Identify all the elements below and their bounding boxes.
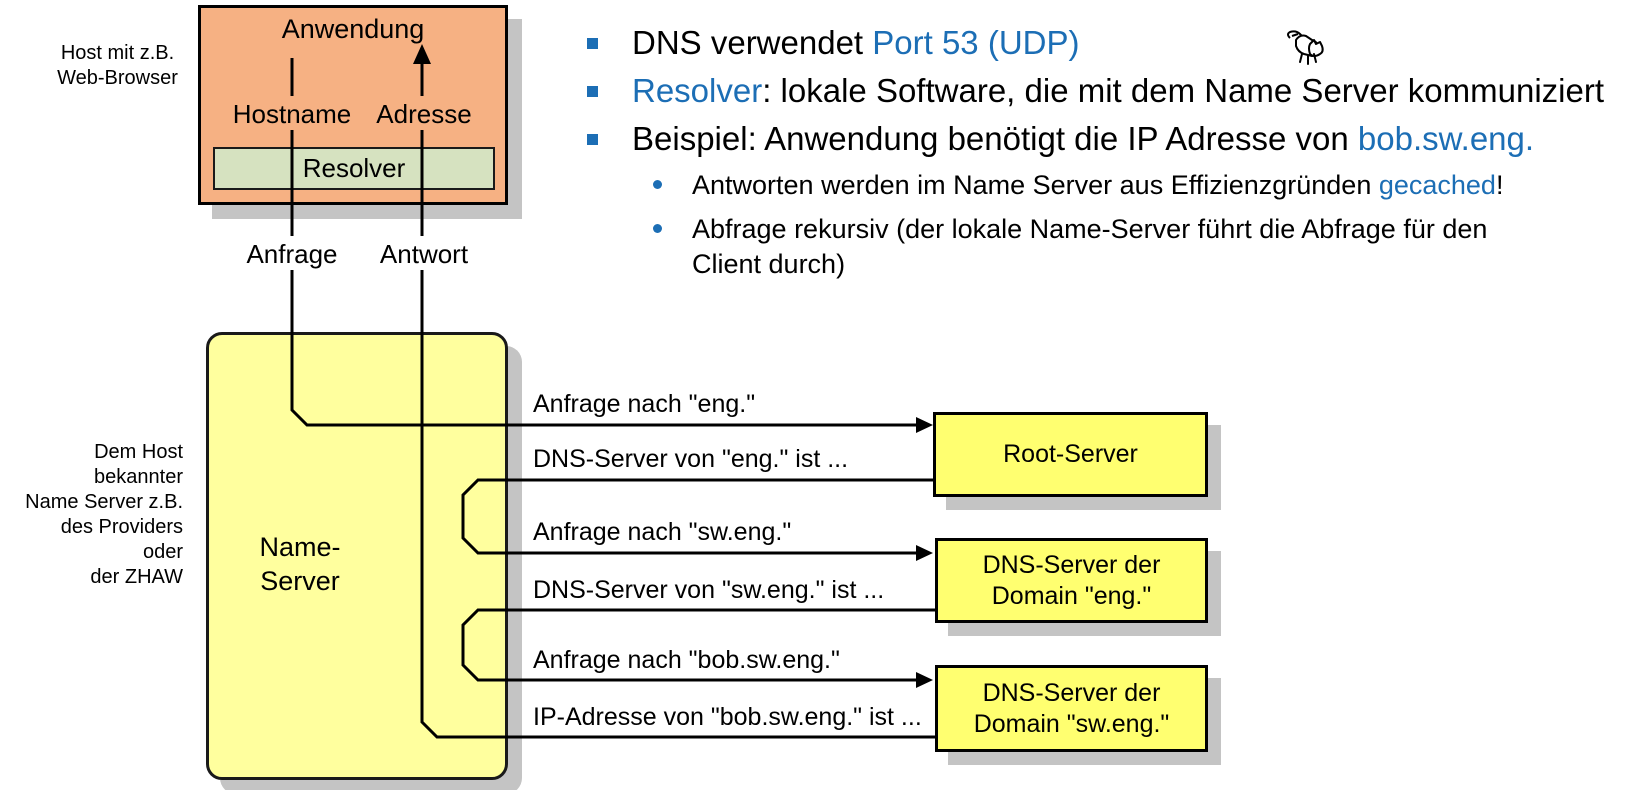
arrowhead-request-sweng [916, 545, 933, 561]
nameserver-side-label: Dem Host bekannter Name Server z.B. des … [25, 441, 183, 588]
bullet-2: Resolver: lokale Software, die mit dem N… [632, 72, 1605, 109]
dns-server-sweng-label-line2: Domain "sw.eng." [973, 709, 1170, 738]
adresse-label: Adresse [376, 99, 472, 129]
root-server-box: Root-Server [933, 412, 1208, 497]
arrowhead-up-adresse [413, 44, 431, 64]
cursor-cat-icon [1287, 30, 1324, 65]
dns-server-sweng-box: DNS-Server der Domain "sw.eng." [935, 665, 1208, 752]
resolver-label: Resolver [302, 153, 406, 183]
bullet-3: Beispiel: Anwendung benötigt die IP Adre… [632, 120, 1535, 157]
sub-bullet-1: Antworten werden im Name Server aus Effi… [692, 170, 1504, 200]
application-label: Anwendung [281, 14, 425, 44]
dns-server-eng-box: DNS-Server der Domain "eng." [935, 538, 1208, 623]
host-side-label: Host mit z.B. Web-Browser [57, 42, 178, 89]
sub-bullet-dot-1 [653, 180, 662, 189]
request-bobsweng-label: Anfrage nach "bob.sw.eng." [533, 646, 840, 674]
bullet-square-2 [587, 86, 598, 97]
sub-bullet-2: Abfrage rekursiv (der lokale Name-Server… [692, 214, 1488, 279]
dns-server-sweng-label-line1: DNS-Server der [982, 678, 1161, 707]
arrowhead-request-eng [916, 417, 933, 433]
response-eng-label: DNS-Server von "eng." ist ... [533, 445, 849, 473]
bullet-1: DNS verwendet Port 53 (UDP) [632, 24, 1080, 61]
bullet-square-3 [587, 134, 598, 145]
request-eng-label: Anfrage nach "eng." [533, 390, 756, 418]
bullet-square-1 [587, 38, 598, 49]
antwort-label: Antwort [379, 239, 469, 269]
sub-bullet-dot-2 [653, 224, 662, 233]
request-sweng-label: Anfrage nach "sw.eng." [533, 518, 792, 546]
resolver-box: Resolver [213, 147, 495, 190]
dns-server-eng-label-line1: DNS-Server der [982, 550, 1161, 579]
response-sweng-label: DNS-Server von "sw.eng." ist ... [533, 576, 885, 604]
response-bobsweng-label: IP-Adresse von "bob.sw.eng." ist ... [533, 703, 922, 731]
dns-server-eng-label-line2: Domain "eng." [991, 581, 1152, 610]
nameserver-box [206, 332, 508, 780]
anfrage-label: Anfrage [246, 239, 338, 269]
hostname-label: Hostname [232, 99, 352, 129]
nameserver-label: Name- Server [259, 532, 341, 596]
arrowhead-request-bobsweng [916, 672, 933, 688]
root-server-label: Root-Server [1003, 440, 1138, 468]
